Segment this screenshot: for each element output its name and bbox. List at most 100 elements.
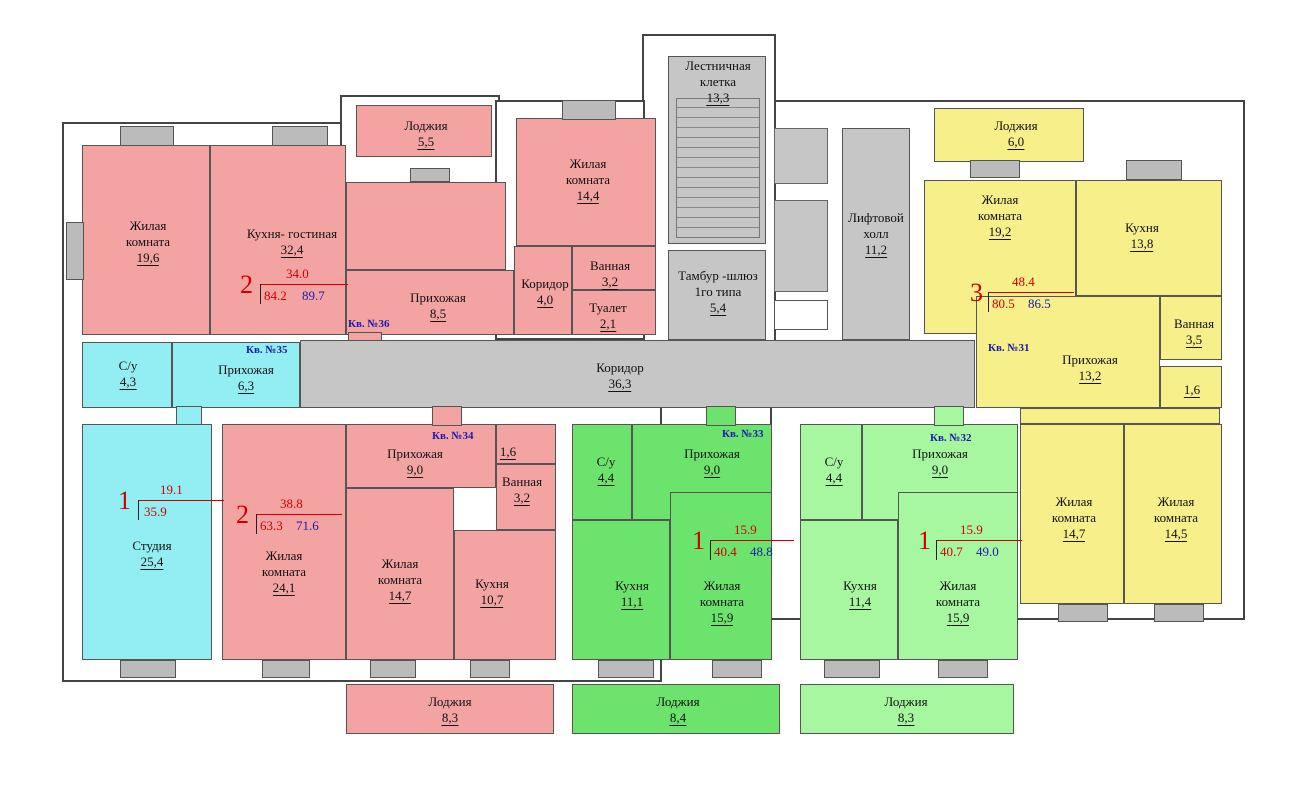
apt31-hall-ext xyxy=(1020,408,1220,424)
apt31-loggia xyxy=(934,108,1084,162)
window xyxy=(66,222,84,280)
window xyxy=(1154,604,1204,622)
apt34-kitchen xyxy=(454,530,556,660)
apt35-label: Кв. №35 xyxy=(246,344,288,356)
apt36-hall xyxy=(346,270,514,335)
apt31-kitchen xyxy=(1076,180,1222,296)
window xyxy=(370,660,416,678)
apt34-living-room xyxy=(222,424,346,660)
apt31-label: Кв. №31 xyxy=(988,342,1030,354)
apt32-entry-door xyxy=(934,406,964,426)
common-corridor xyxy=(300,340,975,408)
apt36-loggia xyxy=(356,105,492,157)
window xyxy=(824,660,880,678)
apt31-bath xyxy=(1160,296,1222,360)
apt31-living-room-2 xyxy=(1020,424,1124,604)
apt35-hall-link xyxy=(176,406,202,426)
apt35-wc xyxy=(82,342,172,408)
apt33-wc xyxy=(572,424,632,520)
apt34-living-room-2 xyxy=(346,488,454,660)
apt35-hall xyxy=(172,342,300,408)
window xyxy=(470,660,510,678)
window xyxy=(562,100,616,120)
apt36-bath xyxy=(572,246,656,290)
window xyxy=(970,160,1020,178)
apt36-kitchen-ext xyxy=(346,182,506,270)
apt34-entry-door xyxy=(432,406,462,426)
apt31-living-room-3 xyxy=(1124,424,1222,604)
window xyxy=(262,660,310,678)
apt33-kitchen xyxy=(572,520,670,660)
apt34-label: Кв. №34 xyxy=(432,430,474,442)
apt33-entry-door xyxy=(706,406,736,426)
window xyxy=(1058,604,1108,622)
apt31-hall xyxy=(976,296,1160,408)
window xyxy=(938,660,988,678)
apt34-small xyxy=(496,424,556,464)
window xyxy=(120,660,176,678)
apt32-kitchen xyxy=(800,520,898,660)
room-label: 1,6 xyxy=(499,444,517,460)
room-label: 1,6 xyxy=(1183,382,1201,398)
apt36-wc xyxy=(572,290,656,335)
apt36-living-room xyxy=(82,145,210,335)
apt32-wc xyxy=(800,424,862,520)
tambur-airlock xyxy=(668,250,766,340)
window xyxy=(272,126,328,146)
apt33-label: Кв. №33 xyxy=(722,428,764,440)
apt31-small xyxy=(1160,366,1222,408)
apt36-corridor xyxy=(514,246,572,335)
stair-flights xyxy=(676,98,760,238)
lift-shaft-2 xyxy=(774,200,828,292)
apt32-living-room xyxy=(898,492,1018,660)
lift-shaft-3 xyxy=(774,300,828,330)
window xyxy=(1126,160,1182,180)
apt34-bath xyxy=(496,464,556,530)
window xyxy=(410,168,450,182)
apt36-label: Кв. №36 xyxy=(348,318,390,330)
apt32-label: Кв. №32 xyxy=(930,432,972,444)
window xyxy=(120,126,174,146)
lift-hall xyxy=(842,128,910,340)
apt36-kitchen-living xyxy=(210,145,346,335)
apt35-studio xyxy=(82,424,212,660)
window xyxy=(598,660,654,678)
